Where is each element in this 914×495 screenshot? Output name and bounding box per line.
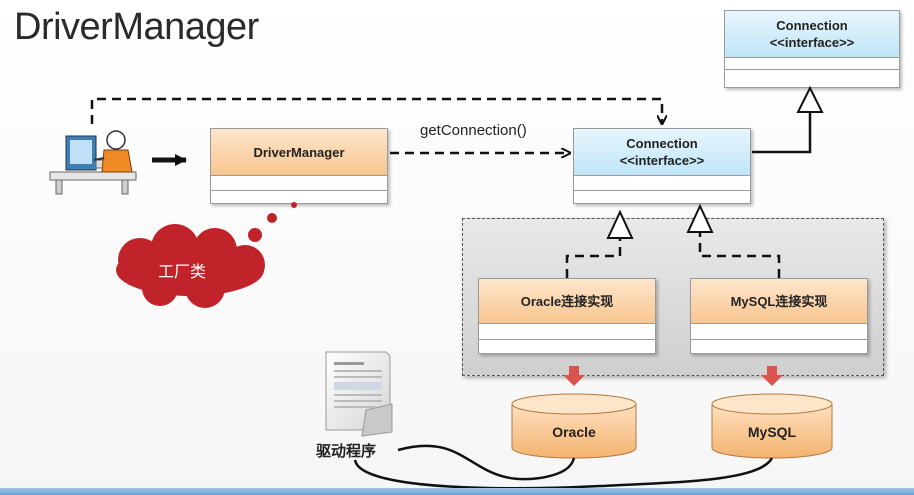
connection-parent-stereotype: <<interface>> [769, 35, 855, 50]
oracle-down-arrow [563, 366, 585, 386]
connection-parent-name: Connection [776, 18, 848, 33]
driver-to-oracle-curve [397, 444, 576, 481]
connection-interface-parent-header: Connection <<interface>> [725, 11, 899, 58]
oracle-realization-triangle [606, 209, 634, 239]
oracle-impl-row [479, 324, 655, 340]
driver-manager-box: DriverManager [210, 128, 388, 204]
mysql-down-arrow [761, 366, 783, 386]
mysql-database-icon [711, 393, 833, 459]
factory-class-label: 工厂类 [158, 264, 207, 281]
driver-manager-name: DriverManager [253, 144, 345, 160]
connection-inheritance-triangle [796, 85, 824, 113]
user-at-computer-icon [49, 130, 137, 195]
mysql-db-label: MySQL [747, 424, 797, 440]
oracle-impl-name: Oracle连接实现 [520, 293, 614, 309]
connection-interface-header: Connection <<interface>> [574, 129, 750, 176]
mysql-impl-box: MySQL连接实现 [690, 278, 868, 354]
connection-name: Connection [626, 136, 698, 151]
connection-row [574, 176, 750, 191]
mysql-realization-triangle [686, 203, 714, 233]
driver-to-mysql-curve [353, 457, 774, 490]
connection-inheritance-line [752, 112, 812, 154]
oracle-impl-box: Oracle连接实现 [478, 278, 656, 354]
mysql-impl-row [691, 324, 867, 340]
mysql-impl-name: MySQL连接实现 [730, 293, 828, 309]
oracle-db-label: Oracle [552, 424, 596, 440]
driver-program-label: 驱动程序 [316, 443, 377, 460]
connection-parent-row [725, 58, 899, 70]
user-to-connection-dashed-line [90, 97, 662, 124]
driver-manager-header: DriverManager [211, 129, 387, 176]
mysql-realization-line [698, 232, 781, 278]
bottom-bar [0, 488, 914, 495]
connection-interface-parent-box: Connection <<interface>> [724, 10, 900, 88]
mysql-impl-header: MySQL连接实现 [691, 279, 867, 324]
oracle-database-icon [511, 393, 637, 459]
connection-stereotype: <<interface>> [619, 153, 705, 168]
driver-manager-row [211, 176, 387, 191]
get-connection-label: getConnection() [420, 122, 527, 139]
factory-class-cloud [116, 202, 297, 308]
document-icon [325, 351, 393, 437]
connection-interface-box: Connection <<interface>> [573, 128, 751, 204]
oracle-realization-line [565, 238, 622, 278]
page-title: DriverManager [14, 6, 259, 48]
oracle-impl-header: Oracle连接实现 [479, 279, 655, 324]
